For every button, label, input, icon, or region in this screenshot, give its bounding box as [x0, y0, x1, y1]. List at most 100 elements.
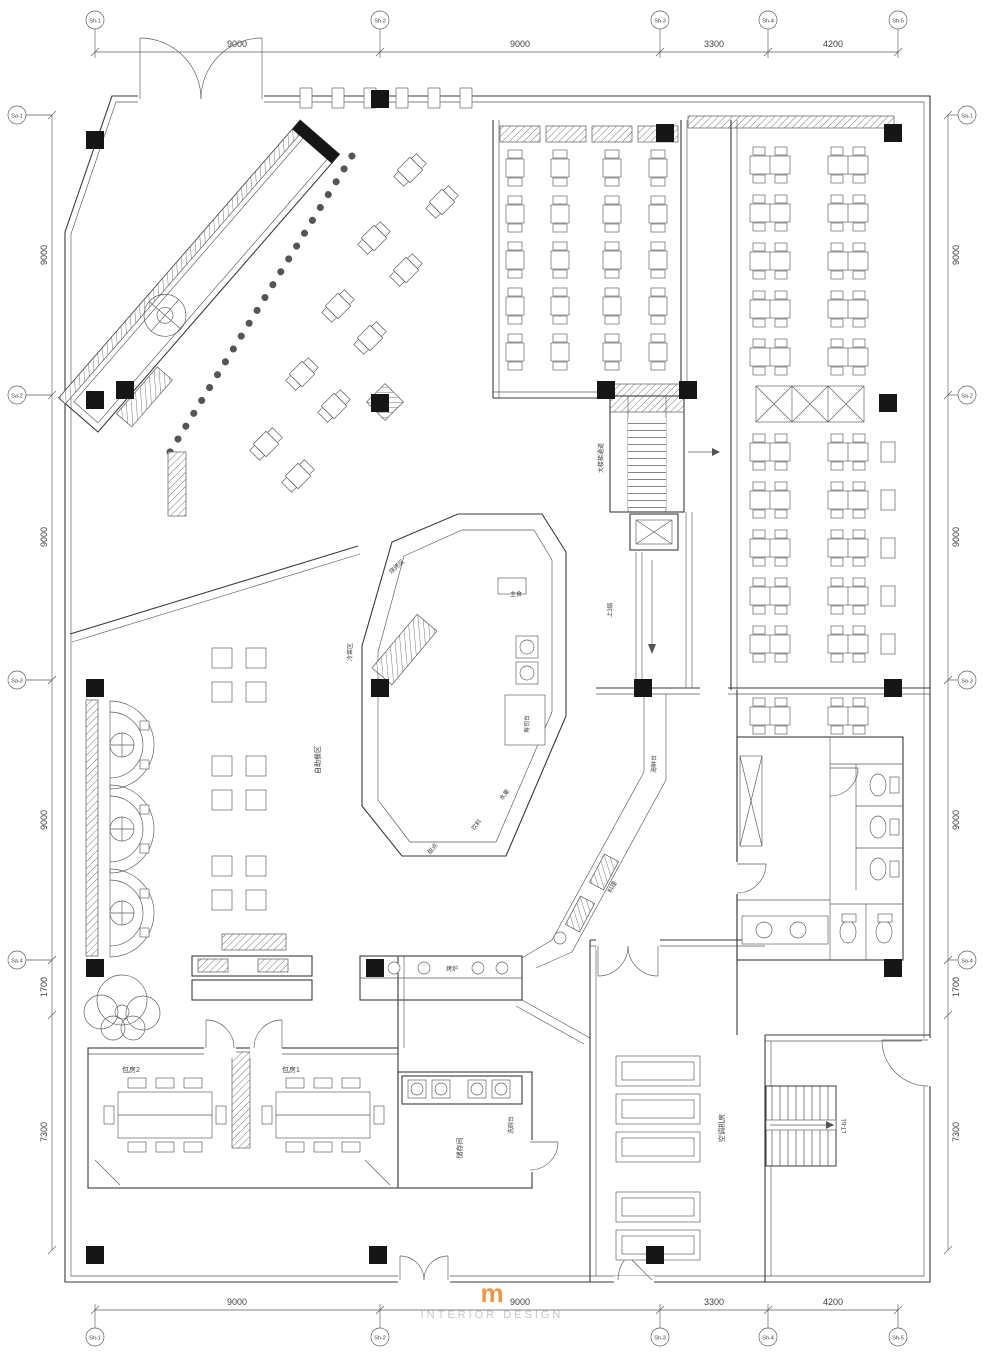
dim-label: 4200: [823, 39, 843, 49]
stair-lt-b1: LT-b1: [765, 1085, 848, 1167]
serving-table: [191, 979, 313, 1001]
label-dessert: 甜点: [426, 842, 440, 856]
axis-label: Sa-3: [11, 679, 23, 685]
watermark: m INTERIOR DESIGN: [421, 1278, 564, 1321]
label-private-room-2: 包房2: [122, 1065, 140, 1074]
dim-label: 9000: [510, 1297, 530, 1307]
escalator: 大楼梯通道 上3层: [597, 383, 720, 654]
label-ac-plant-room: 空调机房: [717, 1114, 726, 1142]
axis-label: Sa-2: [11, 394, 23, 400]
label-cold-dishes: 冷菜区: [346, 643, 354, 661]
left-table-clusters: [191, 647, 313, 1001]
sushi-counter: [504, 694, 546, 746]
entry-planter-zone: [57, 119, 461, 517]
exterior-walls: [64, 87, 931, 1283]
axis-label: Sh-1: [89, 19, 101, 25]
label-staple: 主食: [510, 590, 522, 598]
label-storage: 储存间: [455, 1138, 464, 1159]
dim-label: 9000: [951, 527, 961, 547]
dim-label: 9000: [227, 1297, 247, 1307]
dim-label: 7300: [951, 1122, 961, 1142]
dim-label: 3300: [704, 39, 724, 49]
grid-system: Sh-1 Sh-2 Sh-3 Sh-4 Sh-5 Sh-1 Sh-2 Sh-3 …: [7, 10, 977, 1347]
doors: [138, 37, 934, 1288]
axis-label: Sa-1: [11, 114, 23, 120]
label-stair-id: LT-b1: [842, 1118, 848, 1134]
entry-mat: [116, 366, 173, 428]
sink-counter: [741, 915, 829, 945]
interior-walls: [69, 120, 930, 1282]
private-room-1: 包房1: [261, 1065, 385, 1153]
top-middle-dining: [499, 125, 679, 371]
elevator: [629, 513, 679, 551]
storage-dishwash: 洗碗台 储存间: [401, 1075, 523, 1159]
left-booths: [85, 699, 155, 958]
axis-label: Sa-3: [961, 679, 973, 685]
top-right-dining: [749, 146, 869, 376]
right-middle-dining: [749, 385, 896, 735]
landscape-tree: [83, 974, 161, 1041]
dim-label: 9000: [227, 39, 247, 49]
axis-label: Sa-2: [961, 394, 973, 400]
side-station: [221, 933, 287, 951]
decorative-band: [687, 115, 895, 129]
dim-label: 9000: [951, 245, 961, 265]
toilets: [830, 773, 903, 960]
axis-label: Sa-4: [961, 959, 973, 965]
label-up-to-3f: 上3层: [606, 602, 614, 617]
dim-label: 9000: [39, 810, 49, 830]
private-rooms: 包房2 包房1: [103, 1065, 385, 1153]
diamond-tables: [247, 151, 461, 495]
label-dishwash: 洗碗台: [507, 1116, 515, 1134]
dim-label: 9000: [510, 39, 530, 49]
arrow-right: [712, 448, 720, 456]
label-fruit: 水果: [498, 788, 512, 802]
axis-label: Sh-2: [374, 1336, 386, 1342]
label-private-room-1: 包房1: [282, 1065, 300, 1074]
watermark-title: INTERIOR DESIGN: [421, 1309, 564, 1321]
axis-label: Sh-5: [892, 1336, 904, 1342]
axis-bubbles-bottom: Sh-1 Sh-2 Sh-3 Sh-4 Sh-5: [85, 1327, 908, 1347]
stool-row: [166, 152, 356, 456]
axis-label: Sh-3: [654, 19, 666, 25]
bathrooms: [737, 737, 903, 960]
service-line: 料理 烤炉: [359, 853, 620, 1001]
screen-wall: [167, 451, 187, 517]
label-escalator-corridor: 大楼梯通道: [597, 443, 605, 473]
axis-label: Sh-4: [762, 1336, 774, 1342]
dim-label: 9000: [951, 810, 961, 830]
dim-label: 3300: [704, 1297, 724, 1307]
dim-label: 1700: [951, 977, 961, 997]
dim-label: 4200: [823, 1297, 843, 1307]
axis-label: Sh-4: [762, 19, 774, 25]
label-stove: 烤炉: [446, 965, 458, 973]
escalator-landing: [609, 383, 685, 413]
axis-bubbles-top: Sh-1 Sh-2 Sh-3 Sh-4 Sh-5: [85, 10, 908, 30]
party-wall: [231, 1051, 251, 1149]
axis-label: Sh-2: [374, 19, 386, 25]
axis-label: Sh-5: [892, 19, 904, 25]
label-seafood-bar: 海鲜台: [650, 755, 658, 773]
buffet-island: 烧烤区 主食 冷菜区 寿司台 水果 饮料 甜点 自助餐区 海鲜台: [313, 513, 658, 857]
dim-label: 7300: [39, 1122, 49, 1142]
grid-leaders-cols: [90, 29, 903, 1328]
axis-bubbles-left: Sa-1 Sa-2 Sa-3 Sa-4: [7, 105, 27, 970]
axis-label: Sh-1: [89, 1336, 101, 1342]
axis-label: Sa-1: [961, 114, 973, 120]
dimension-labels: 9000 9000 3300 4200 9000 9000 3300 4200 …: [39, 39, 961, 1307]
grid-leaders-rows: [26, 110, 958, 1255]
label-sushi-bar: 寿司台: [523, 715, 531, 733]
label-drinks: 饮料: [470, 818, 484, 832]
arrow-down: [648, 644, 656, 654]
ac-plant-room: 空调机房: [615, 1055, 726, 1261]
label-grill: 烧烤区: [387, 558, 406, 576]
dim-label: 1700: [39, 977, 49, 997]
serving-table: [191, 955, 313, 977]
dim-label: 9000: [39, 527, 49, 547]
axis-label: Sh-3: [654, 1336, 666, 1342]
private-room-2: 包房2: [103, 1065, 227, 1153]
watermark-logo: m: [480, 1278, 503, 1308]
axis-label: Sa-4: [11, 959, 23, 965]
axis-bubbles-right: Sa-1 Sa-2 Sa-3 Sa-4: [957, 105, 977, 970]
